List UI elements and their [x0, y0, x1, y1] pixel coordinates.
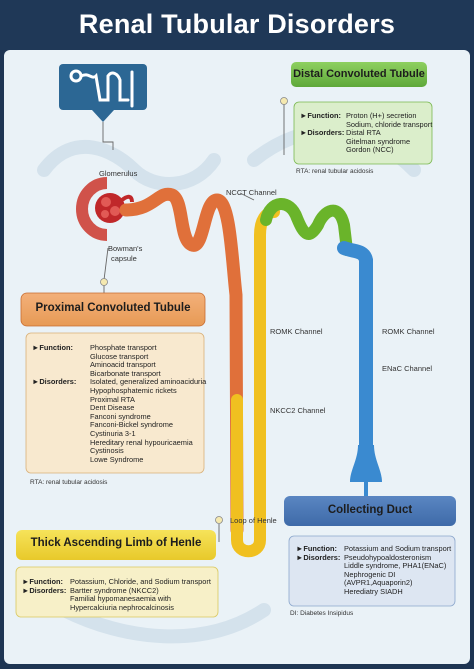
tal-info-box [15, 566, 219, 618]
pct-info: ►Function: Phosphate transport Glucose t… [32, 343, 206, 464]
pct-function-label: ►Function: [32, 343, 73, 352]
label-romk-channel-left: ROMK Channel [270, 327, 323, 336]
tal-function-item: Potassium, Chloride, and Sodium transpor… [70, 577, 211, 586]
cd-disorders-label: ►Disorders: [296, 552, 341, 562]
connector-dots [100, 97, 288, 524]
pct-function-item: Glucose transport [90, 351, 149, 361]
tal-disorder-item: Hypercalciuria nephrocalcinosis [70, 602, 174, 612]
pct-disorder-item: Fanconi-Bickel syndrome [90, 420, 173, 430]
pct-disorder-item: Lowe Syndrome [90, 454, 144, 464]
label-bowmans: Bowman's [108, 244, 143, 253]
label-ncct-channel: NCCT Channel [226, 188, 277, 197]
cd-info: ►Function: Potassium and Sodium transpor… [296, 544, 454, 597]
pct-disorder-item: Isolated, generalized aminoaciduria [90, 377, 207, 387]
pct-disorder-item: Proximal RTA [90, 394, 135, 404]
cd-footnote: DI: Diabetes Insipidus [290, 610, 354, 617]
pct-title: Proximal Convoluted Tubule [35, 302, 191, 314]
dct-disorders-label: ►Disorders: [300, 128, 345, 138]
dct-footnote: RTA: renal tubular acidosis [296, 168, 374, 175]
label-nkcc2-channel: NKCC2 Channel [270, 406, 326, 415]
dct-disorder-item: Gitelman syndrome [346, 136, 411, 146]
collecting-duct [337, 241, 373, 452]
pct-footnote: RTA: renal tubular acidosis [30, 479, 108, 486]
tal-info: ►Function: Potassium, Chloride, and Sodi… [22, 577, 218, 612]
cd-disorder-item: (AVPR1,Aquaporin2) [344, 578, 413, 588]
pct-tubule [119, 187, 244, 537]
tal-title: Thick Ascending Limb of Henle [30, 537, 202, 549]
pct-info-box [25, 332, 205, 474]
dct-function-item: Sodium, chloride transport [346, 119, 433, 129]
pct-disorders-label: ►Disorders: [32, 377, 77, 387]
pct-disorder-item: Fanconi syndrome [90, 411, 151, 421]
label-glomerulus: Glomerulus [99, 169, 138, 178]
pct-disorder-item: Hereditary renal hypouricaemia [90, 437, 193, 447]
nephron-diagram [15, 62, 456, 644]
dct-title: Distal Convoluted Tubule [293, 68, 425, 80]
tal-title-box [16, 530, 216, 560]
cd-function-item: Potassium and Sodium transport [344, 544, 452, 553]
dct-disorder-item: Gordon (NCC) [346, 145, 394, 155]
pct-function-item: Phosphate transport [90, 343, 157, 352]
pct-disorder-item: Cystinosis [90, 446, 124, 456]
dct-tubule [260, 198, 353, 256]
pct-title-box [20, 292, 206, 327]
cd-title-box [284, 496, 456, 526]
dct-function-label: ►Function: [300, 111, 341, 120]
tal-disorders-label: ►Disorders: [22, 585, 67, 595]
page-title: Renal Tubular Disorders [78, 9, 396, 39]
cd-disorder-item: Liddle syndrome, PHA1(ENaC) [344, 561, 447, 571]
label-loop-of-henle: Loop of Henle [230, 516, 277, 525]
dct-disorder-item: Distal RTA [346, 128, 381, 138]
cd-info-box [288, 535, 456, 607]
label-capsule: capsule [111, 254, 137, 263]
dct-title-box [291, 62, 427, 87]
tal-disorder-item: Familial hypomanesaemia with [70, 594, 172, 604]
label-enac-channel: ENaC Channel [382, 364, 433, 373]
tal-disorder-item: Bartter syndrome (NKCC2) [70, 585, 159, 595]
glomerulus-shape [76, 177, 134, 241]
dct-function-item: Proton (H+) secretion [346, 111, 417, 120]
tal-function-label: ►Function: [22, 577, 63, 586]
dct-info-box [293, 101, 433, 165]
pct-disorder-item: Hypophosphatemic rickets [90, 385, 177, 395]
pct-function-item: Aminoacid transport [90, 360, 156, 370]
collecting-duct-outlet [350, 445, 382, 482]
kidney-nephron-icon [59, 64, 147, 122]
cd-disorder-item: Nephrogenic DI [344, 569, 396, 579]
pct-function-item: Bicarbonate transport [90, 368, 161, 378]
cd-title: Collecting Duct [327, 504, 413, 516]
label-romk-channel-right: ROMK Channel [382, 327, 435, 336]
pct-disorder-item: Cystinuria 3-1 [90, 428, 136, 438]
cd-disorder-item: Herediatry SIADH [344, 586, 403, 596]
cd-function-label: ►Function: [296, 544, 337, 553]
pct-disorder-item: Dent Disease [90, 403, 135, 413]
diagram-panel: Glomerulus Bowman's capsule NCCT Channel… [4, 50, 470, 664]
cd-disorder-item: Pseudohypoaldosteronism [344, 552, 432, 562]
header-bar: Renal Tubular Disorders [0, 0, 474, 50]
